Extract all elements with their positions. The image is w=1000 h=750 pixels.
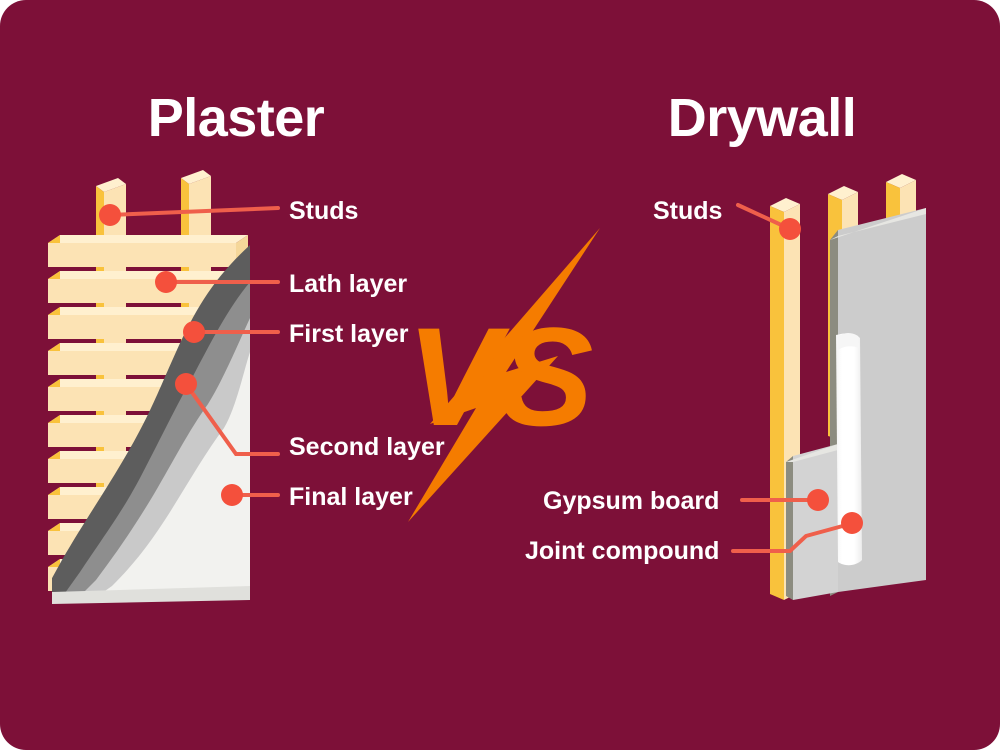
marker-final-layer bbox=[221, 484, 243, 506]
leader-joint-compound bbox=[731, 522, 852, 553]
plaster-final-coat bbox=[92, 336, 250, 600]
marker-lath-layer bbox=[155, 271, 177, 293]
label-studs-right: Studs bbox=[653, 197, 723, 225]
page-title-plaster: Plaster bbox=[147, 88, 325, 148]
gypsum-board-front bbox=[786, 444, 838, 600]
callout-leaders bbox=[108, 203, 852, 553]
label-studs-left: Studs bbox=[289, 197, 359, 225]
marker-studs-left bbox=[99, 204, 121, 226]
label-final-layer: Final layer bbox=[289, 483, 413, 511]
label-first-layer: First layer bbox=[289, 320, 409, 348]
marker-studs-right bbox=[779, 218, 801, 240]
plaster-illustration bbox=[48, 170, 250, 604]
joint-compound bbox=[836, 333, 862, 566]
page-title-drywall: Drywall bbox=[667, 88, 857, 148]
label-gypsum-board: Gypsum board bbox=[543, 487, 720, 515]
label-joint-compound: Joint compound bbox=[525, 537, 720, 565]
lightning-bolt-icon bbox=[408, 228, 600, 522]
versus-text: VS bbox=[407, 298, 594, 455]
marker-first-layer bbox=[183, 321, 205, 343]
marker-second-layer bbox=[175, 373, 197, 395]
label-second-layer: Second layer bbox=[289, 433, 445, 461]
marker-joint-compound bbox=[841, 512, 863, 534]
leader-second-layer bbox=[184, 382, 280, 456]
leader-studs-left bbox=[108, 206, 280, 217]
label-lath-layer: Lath layer bbox=[289, 270, 408, 298]
drywall-illustration bbox=[770, 174, 926, 600]
callout-markers bbox=[99, 204, 863, 534]
marker-gypsum-board bbox=[807, 489, 829, 511]
plaster-block-bottom-edge bbox=[52, 586, 250, 604]
versus-badge: VS bbox=[407, 228, 600, 522]
plaster-lath-layer bbox=[48, 235, 248, 591]
